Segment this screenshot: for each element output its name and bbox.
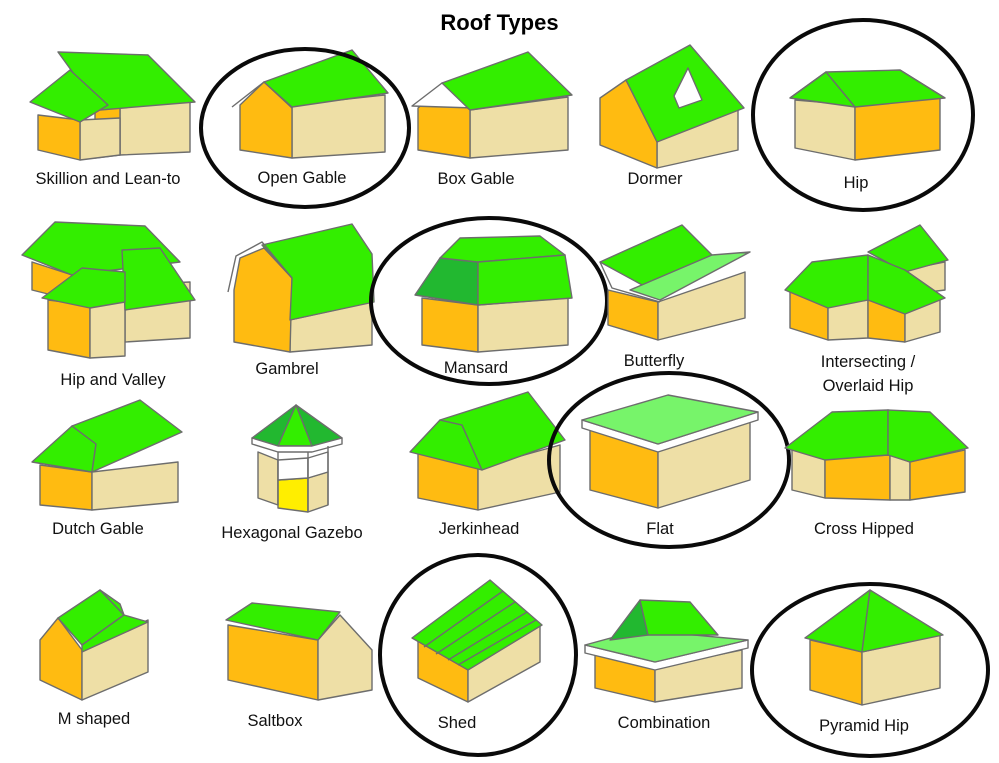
- label-mansard: Mansard: [444, 359, 508, 377]
- roof-jerkinhead-drawing: [410, 392, 565, 510]
- label-hex-gazebo: Hexagonal Gazebo: [221, 524, 362, 542]
- label-dutch-gable: Dutch Gable: [52, 520, 144, 538]
- roof-cross-hipped-drawing: [785, 410, 968, 500]
- label-shed: Shed: [438, 714, 477, 732]
- label-open-gable: Open Gable: [258, 169, 347, 187]
- label-hip-valley: Hip and Valley: [60, 371, 166, 389]
- roof-intersecting-hip-drawing: [785, 225, 948, 342]
- label-cross-hipped: Cross Hipped: [814, 520, 914, 538]
- roof-open-gable-drawing: [232, 50, 388, 158]
- roof-gambrel-drawing: [228, 224, 374, 352]
- roof-butterfly-drawing: [600, 225, 750, 340]
- roof-mansard-drawing: [415, 236, 572, 352]
- label-skillion: Skillion and Lean-to: [36, 170, 181, 188]
- roof-dutch-gable-drawing: [32, 400, 182, 510]
- label-flat: Flat: [646, 520, 674, 538]
- roof-m-shaped-drawing: [40, 590, 148, 700]
- roof-box-gable-drawing: [412, 52, 572, 158]
- roof-flat-drawing: [582, 395, 758, 508]
- label-combination: Combination: [618, 714, 711, 732]
- roof-skillion-drawing: [30, 52, 195, 160]
- label-dormer: Dormer: [627, 170, 683, 188]
- label-m-shaped: M shaped: [58, 710, 130, 728]
- label-pyramid-hip: Pyramid Hip: [819, 717, 909, 735]
- roof-hip-valley-drawing: [22, 222, 195, 358]
- roof-hex-gazebo-drawing: [252, 405, 342, 512]
- label-hip: Hip: [844, 174, 869, 192]
- label-gambrel: Gambrel: [255, 360, 318, 378]
- label-butterfly: Butterfly: [624, 352, 685, 370]
- label-jerkinhead: Jerkinhead: [439, 520, 520, 538]
- roof-hip-drawing: [790, 70, 945, 160]
- roof-shed-drawing: [412, 580, 542, 702]
- roof-pyramid-hip-drawing: [805, 590, 943, 705]
- roof-dormer-drawing: [600, 45, 744, 168]
- label-box-gable: Box Gable: [437, 170, 514, 188]
- label-intersecting-hip-line2: Overlaid Hip: [823, 377, 914, 395]
- roof-saltbox-drawing: [226, 603, 372, 700]
- roof-combination-drawing: [585, 600, 748, 702]
- label-saltbox: Saltbox: [247, 712, 303, 730]
- label-intersecting-hip: Intersecting /: [821, 353, 916, 371]
